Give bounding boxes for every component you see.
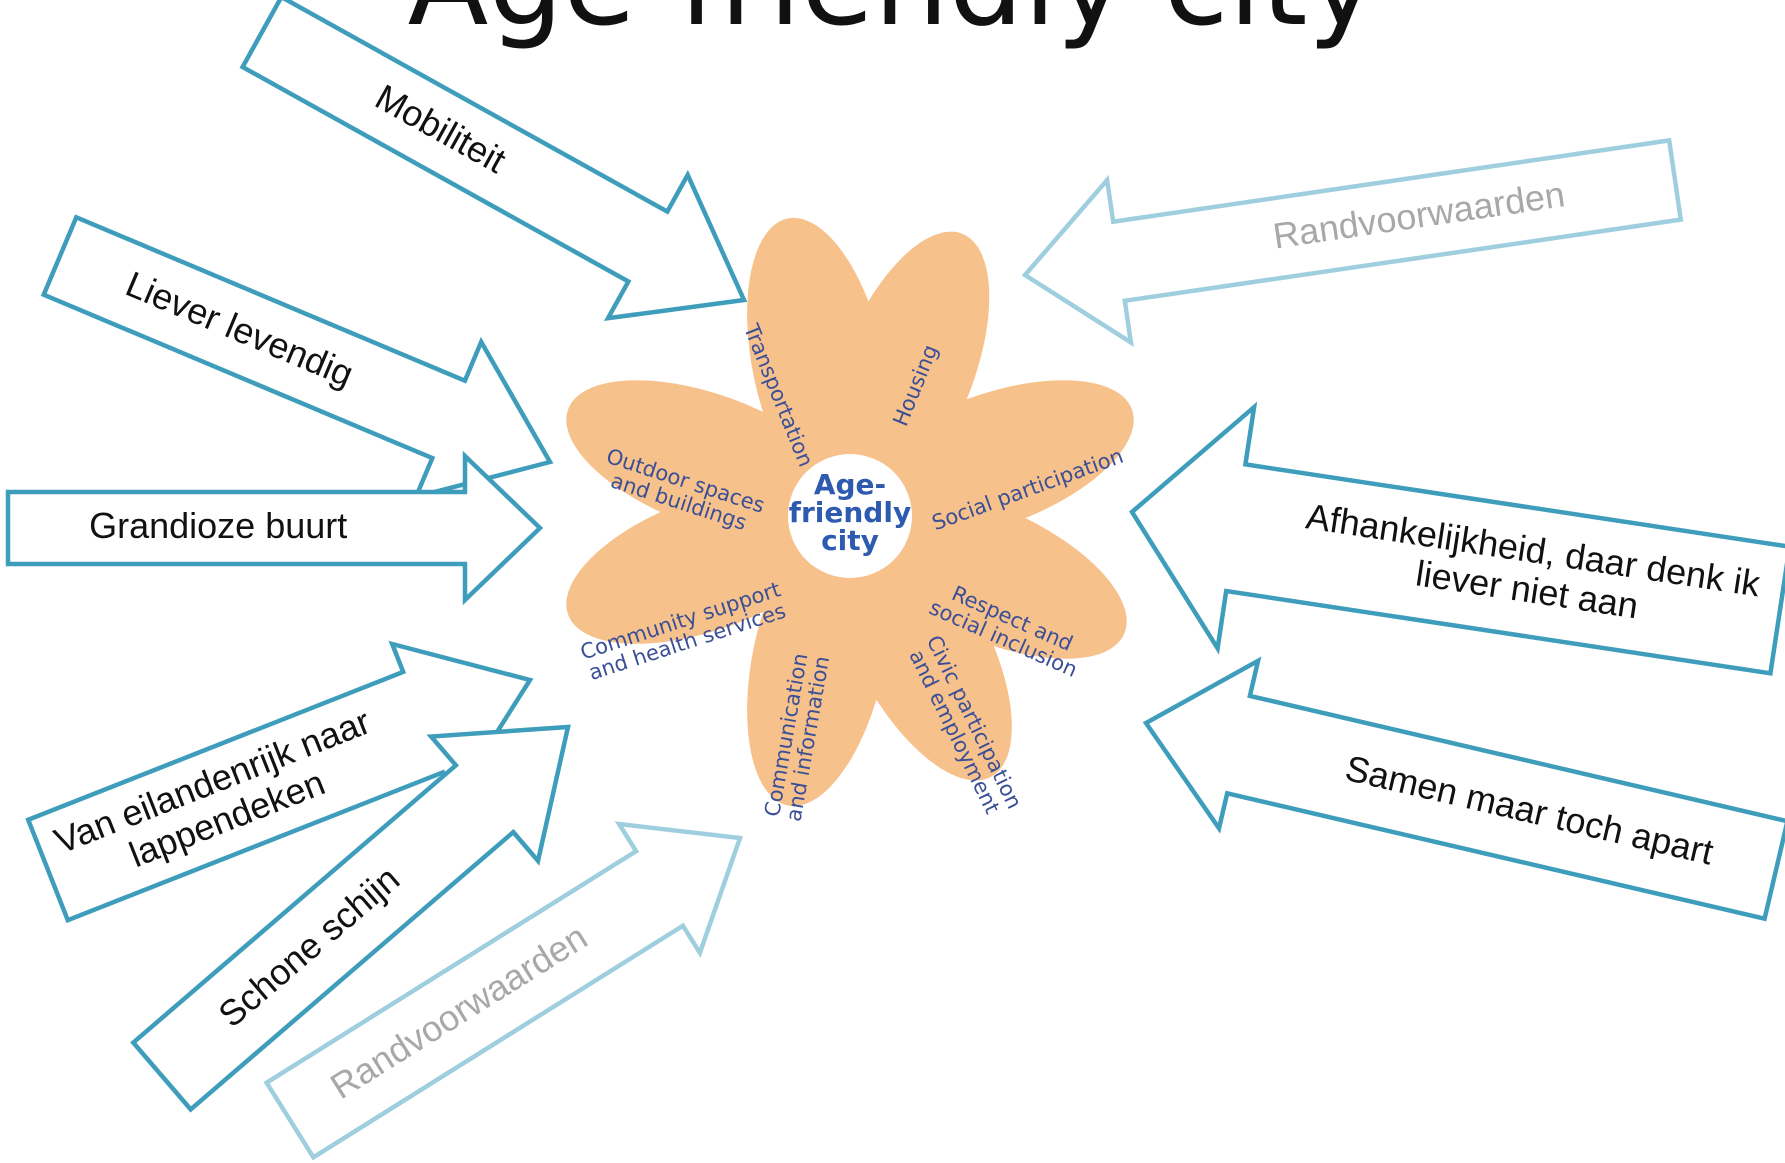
arrow-grandioze-buurt-shape (5, 450, 544, 606)
arrow-grandioze-buurt-label: Grandioze buurt (89, 505, 347, 546)
arrow-mobiliteit: Mobiliteit (239, 0, 748, 322)
arrow-liever-levendig-shape (40, 214, 554, 501)
arrow-randvoorwaarden-top: Randvoorwaarden (1021, 137, 1684, 347)
arrow-afhankelijkheid: Afhankelijkheid, daar denk ikliever niet… (1129, 401, 1785, 676)
arrow-mobiliteit-shape (239, 0, 748, 322)
arrow-grandioze-buurt: Grandioze buurt (5, 450, 544, 606)
arrow-samen-maar-toch-apart: Samen maar toch apart (1142, 656, 1785, 922)
flower-center (788, 454, 912, 578)
arrow-randvoorwaarden-bottom-shape (263, 821, 744, 1161)
arrow-afhankelijkheid-shape (1129, 401, 1785, 676)
slide-title: Age-friendly city (0, 0, 1785, 52)
arrow-randvoorwaarden-top-shape (1021, 137, 1684, 347)
petal-housing-shape (823, 231, 990, 515)
arrow-liever-levendig: Liever levendig (40, 214, 554, 501)
arrow-samen-maar-toch-apart-shape (1142, 656, 1785, 922)
petal-outdoor-spaces-shape (566, 380, 852, 542)
arrow-schone-schijn-shape (130, 724, 571, 1113)
petal-respect-inclusion-shape (847, 487, 1127, 659)
